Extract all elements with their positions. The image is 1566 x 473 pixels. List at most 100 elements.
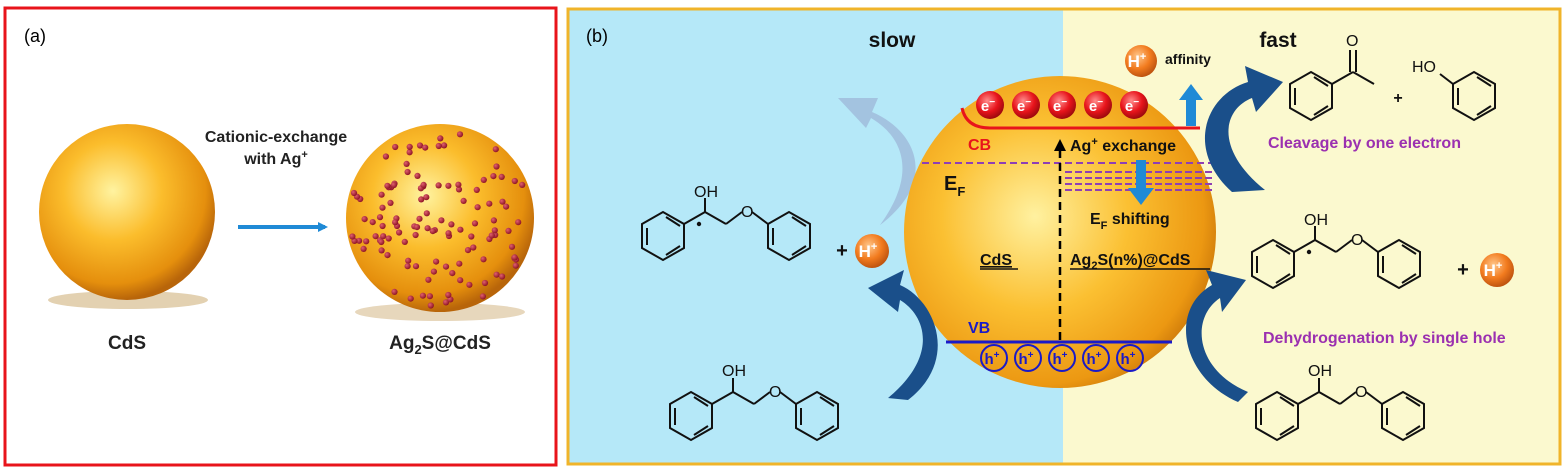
- radical-right-dot: [1306, 249, 1312, 255]
- ag2s-dot: [499, 273, 506, 280]
- ag2s-dot: [474, 204, 481, 211]
- ag2s-dot: [488, 232, 495, 239]
- ag2s-dot: [498, 173, 505, 180]
- ag2s-dot: [384, 252, 391, 259]
- hole-5: h+: [1116, 344, 1144, 372]
- cleavage-label: Cleavage by one electron: [1268, 135, 1461, 152]
- svg-text:e−: e−: [1053, 97, 1067, 115]
- ag2s-dot: [512, 262, 519, 269]
- ag2s-dot: [493, 163, 500, 170]
- ag2s-dot: [404, 168, 411, 176]
- ag2s-dot: [404, 263, 411, 270]
- cds-sphere: [39, 124, 215, 300]
- ag2s-dot: [350, 189, 358, 197]
- ag2s-dot: [445, 291, 452, 299]
- svg-text:h+: h+: [1052, 350, 1067, 368]
- exchange-label-line1: Cationic-exchange: [205, 129, 347, 146]
- svg-text:e−: e−: [1125, 97, 1139, 115]
- substrate-right-oh: OH: [1308, 363, 1332, 380]
- ag2s-dot: [493, 271, 500, 278]
- ag2s-dot: [468, 233, 475, 240]
- phenol-molecule: [1439, 70, 1496, 122]
- ag2s-dot: [438, 217, 445, 224]
- ag2s-dot: [457, 277, 464, 284]
- radical-left-oh: OH: [694, 184, 718, 201]
- electron-row: e−e−e−e−e−: [976, 91, 1148, 119]
- ag2s-dot: [418, 196, 425, 203]
- h-transfer-curved-arrow: [868, 270, 938, 400]
- phenol-ho: HO: [1412, 59, 1436, 76]
- ag2s-dot: [392, 219, 399, 226]
- ag2s-dot: [361, 216, 368, 223]
- electron-3: e−: [1048, 91, 1076, 119]
- substrate-molecule-right: [1255, 378, 1425, 442]
- ag2s-dot: [369, 219, 376, 226]
- ag2s-dot: [435, 142, 442, 150]
- ag2s-cds-label: Ag2S@CdS: [389, 333, 491, 357]
- ag2s-dot: [387, 199, 394, 206]
- svg-text:e−: e−: [981, 97, 995, 115]
- hole-1: h+: [980, 344, 1008, 372]
- ag2s-dot: [480, 176, 487, 183]
- ef-shift-arrow: [1128, 160, 1154, 205]
- ag2s-dot: [420, 181, 427, 188]
- ag2s-dot: [424, 225, 431, 232]
- ag2s-dot: [456, 260, 463, 267]
- panel-b-border: [566, 7, 1562, 466]
- hole-2: h+: [1014, 344, 1042, 372]
- ag2s-dot: [437, 135, 444, 142]
- svg-text:h+: h+: [984, 350, 999, 368]
- cleavage-curved-arrow: [1204, 66, 1283, 192]
- ag2s-dot: [379, 204, 386, 211]
- ag2s-dot: [416, 142, 424, 149]
- ag2s-dot: [490, 217, 497, 224]
- ag2s-dot: [515, 219, 522, 226]
- ag2s-dot: [511, 254, 518, 261]
- proton-left-symbol: H+: [859, 241, 878, 261]
- ag2s-dot: [378, 191, 385, 198]
- electron-1: e−: [976, 91, 1004, 119]
- ag2s-dot: [403, 160, 410, 167]
- ag2s-dot: [445, 230, 452, 237]
- ag-exchange-label: Ag+ exchange: [1070, 136, 1176, 155]
- plus-right: +: [1457, 259, 1469, 281]
- ag2s-dot: [412, 231, 419, 239]
- proton-affinity-symbol: H+: [1128, 51, 1147, 71]
- ag2s-dot: [499, 198, 506, 205]
- radical-right-o: O: [1351, 232, 1363, 249]
- hole-row: h+ h+ h+ h+ h+: [980, 344, 1144, 372]
- proton-affinity-ball: [1125, 45, 1157, 77]
- ag2s-dot: [396, 229, 403, 236]
- slow-label: slow: [869, 29, 916, 52]
- proton-right-symbol: H+: [1484, 260, 1503, 280]
- ag2s-dot: [379, 222, 386, 230]
- acetophenone-o: O: [1346, 33, 1358, 50]
- plus-left: +: [836, 240, 848, 262]
- plus-products: +: [1393, 90, 1402, 107]
- proton-right-ball: [1480, 253, 1514, 287]
- radical-left-dot: [696, 221, 702, 227]
- ag2s-ncds-label: Ag2S(n%)@CdS: [1070, 252, 1191, 272]
- ag2s-dot: [508, 243, 516, 250]
- ag2s-dot: [392, 143, 399, 151]
- ag2s-dot: [505, 227, 512, 234]
- ag2s-dot: [492, 146, 499, 153]
- acetophenone-molecule: [1289, 50, 1375, 122]
- ag2s-dot: [401, 238, 408, 245]
- svg-text:h+: h+: [1018, 350, 1033, 368]
- ag2s-dot: [486, 200, 493, 207]
- ag2s-dot: [390, 181, 398, 189]
- ag2s-dot: [407, 295, 414, 302]
- ag2s-dot: [449, 270, 456, 277]
- ef-label: EF: [944, 173, 965, 199]
- ag2s-dot: [481, 279, 489, 287]
- svg-text:h+: h+: [1086, 350, 1101, 368]
- radical-molecule-left: [641, 198, 811, 262]
- fast-label: fast: [1259, 29, 1296, 52]
- ag2s-dot: [470, 244, 477, 251]
- ag2s-dot: [416, 215, 423, 222]
- ag2s-dot: [445, 182, 452, 189]
- radical-molecule-right: [1251, 226, 1421, 290]
- ag2s-dot: [423, 194, 430, 201]
